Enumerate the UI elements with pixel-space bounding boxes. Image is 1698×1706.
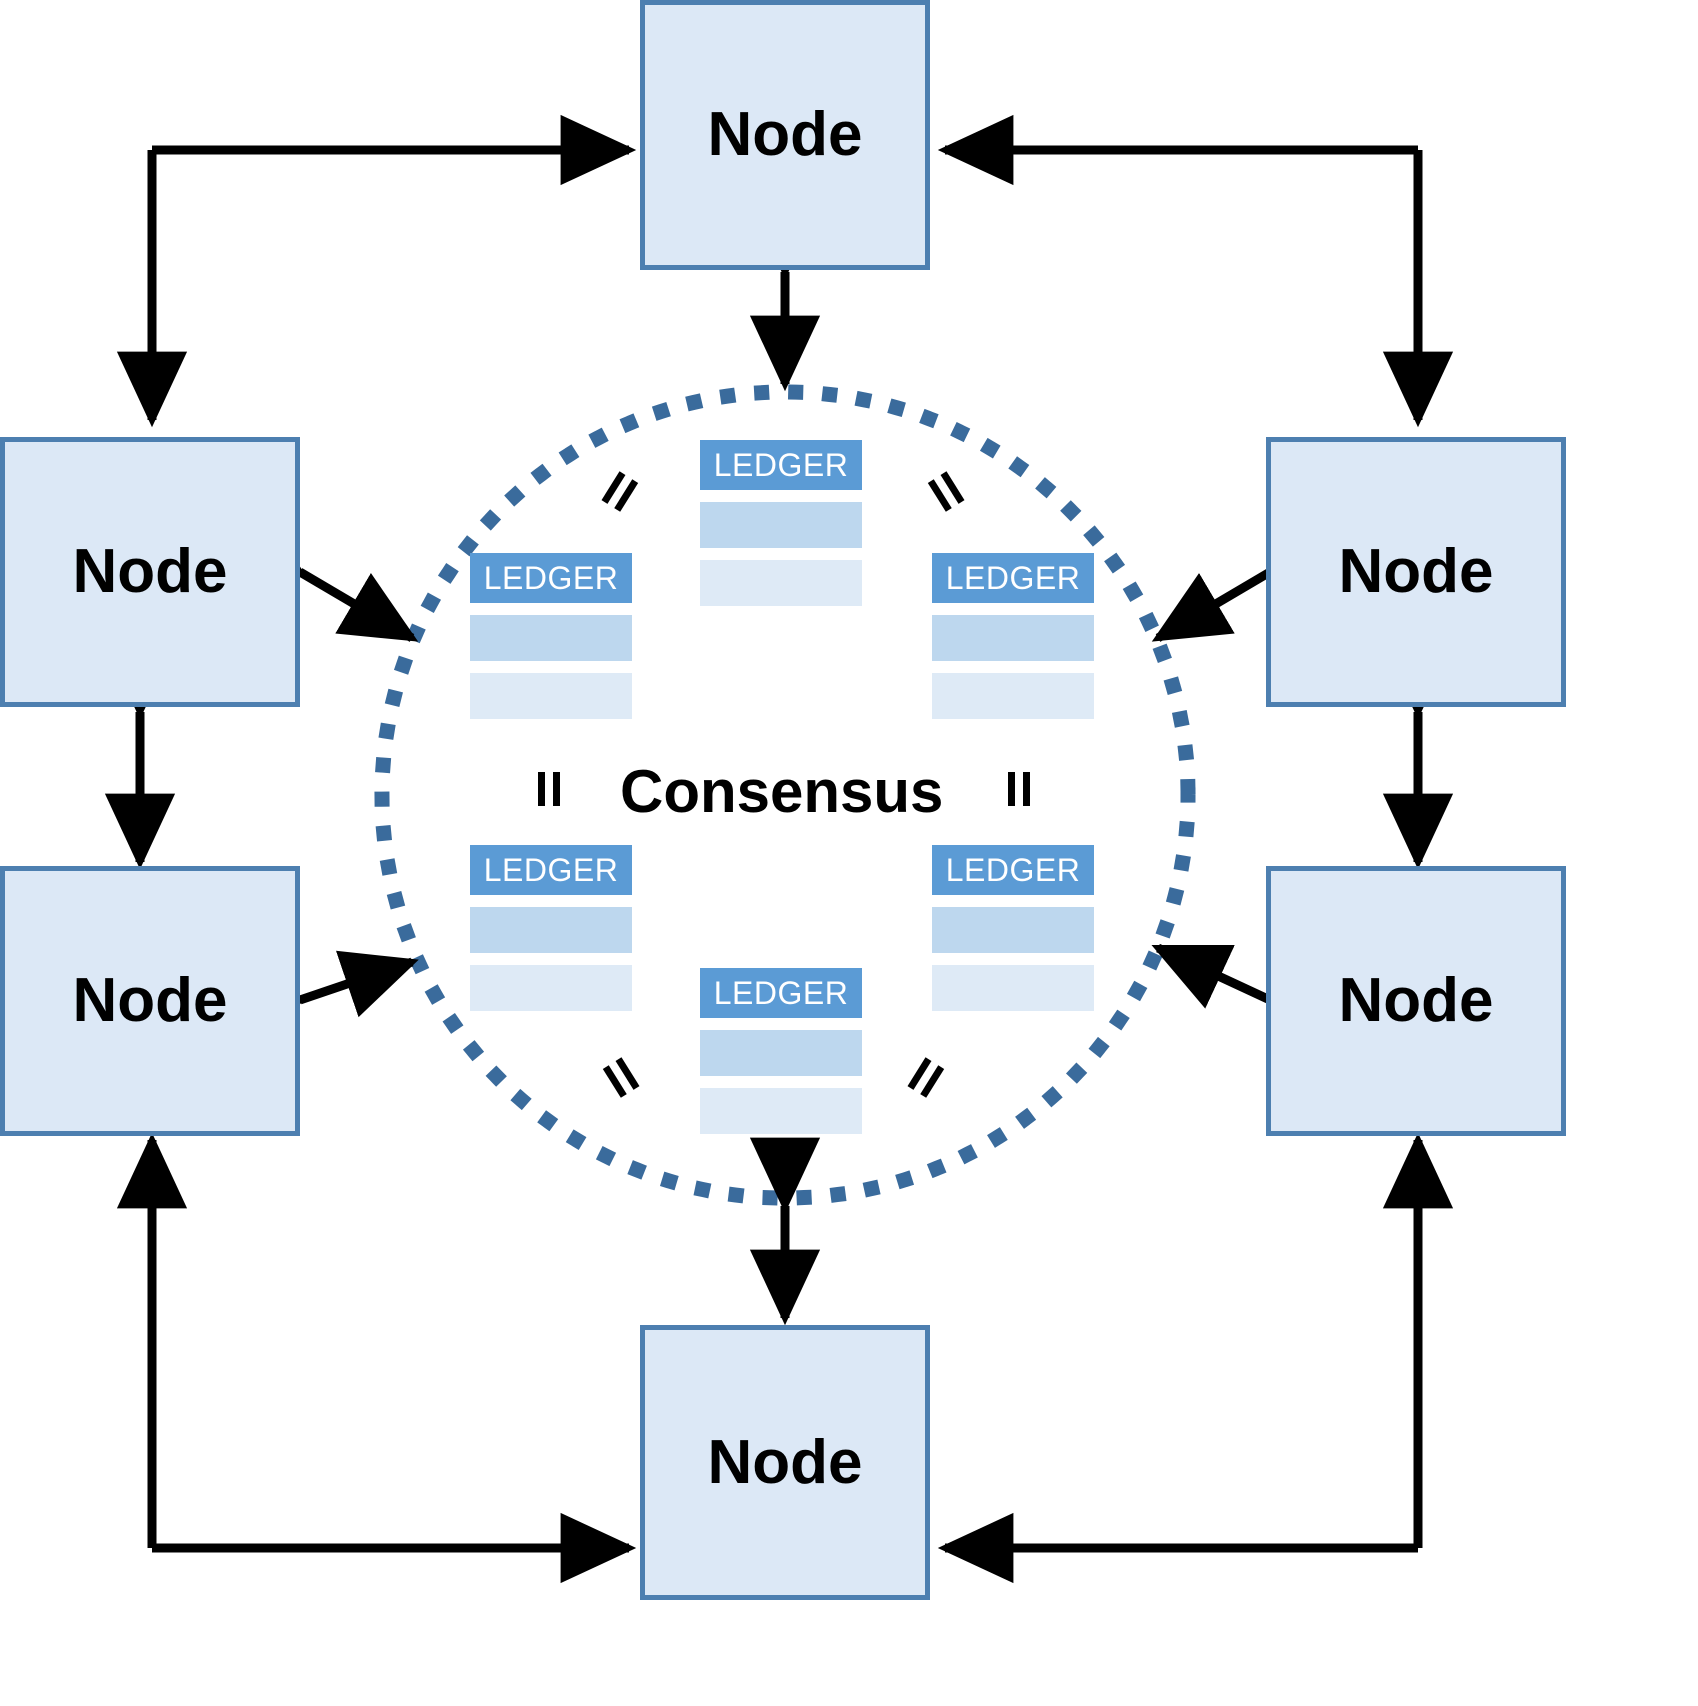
ledger-header: LEDGER	[470, 553, 632, 603]
node-left-lower[interactable]: Node	[0, 866, 300, 1136]
node-right-upper[interactable]: Node	[1266, 437, 1566, 707]
arrow-left-upper-to-circle	[223, 507, 419, 642]
ledger-header: LEDGER	[932, 553, 1094, 603]
node-left-upper[interactable]: Node	[0, 437, 300, 707]
ledger-header: LEDGER	[700, 440, 862, 490]
ledger-row-block	[470, 615, 632, 661]
arrow-left-lower-to-circle	[223, 950, 419, 1056]
ledger-row-block	[700, 502, 862, 548]
equals-mid-left-icon	[533, 772, 567, 806]
ledger-header: LEDGER	[700, 968, 862, 1018]
ledger-row-block	[470, 965, 632, 1011]
ledger-left-upper[interactable]: LEDGER	[470, 553, 632, 719]
ledger-row-block	[700, 1030, 862, 1076]
node-label: Node	[1338, 537, 1494, 606]
node-top[interactable]: Node	[640, 0, 930, 270]
ledger-top[interactable]: LEDGER	[700, 440, 862, 606]
node-label: Node	[707, 100, 863, 169]
arrow-right-upper-to-circle	[1151, 507, 1347, 642]
equals-mid-right-icon	[1003, 772, 1037, 806]
ledger-row-block	[470, 907, 632, 953]
arrow-right-lower-to-circle	[1151, 943, 1347, 1061]
ledger-header: LEDGER	[470, 845, 632, 895]
node-label: Node	[72, 537, 228, 606]
ledger-right-lower[interactable]: LEDGER	[932, 845, 1094, 1011]
node-label: Node	[707, 1427, 863, 1497]
consensus-circle	[374, 384, 1196, 1206]
ledger-row-block	[932, 965, 1094, 1011]
ledger-row-block	[470, 673, 632, 719]
ledger-row-block	[932, 615, 1094, 661]
node-label: Node	[1338, 966, 1494, 1035]
ledger-row-block	[700, 560, 862, 606]
ledger-right-upper[interactable]: LEDGER	[932, 553, 1094, 719]
node-right-lower[interactable]: Node	[1266, 866, 1566, 1136]
ledger-bottom[interactable]: LEDGER	[700, 968, 862, 1134]
ledger-header: LEDGER	[932, 845, 1094, 895]
consensus-label: Consensus	[620, 758, 944, 825]
ledger-row-block	[932, 673, 1094, 719]
node-bottom[interactable]: Node	[640, 1325, 930, 1600]
ledger-row-block	[932, 907, 1094, 953]
ledger-left-lower[interactable]: LEDGER	[470, 845, 632, 1011]
node-label: Node	[72, 966, 228, 1035]
ledger-row-block	[700, 1088, 862, 1134]
